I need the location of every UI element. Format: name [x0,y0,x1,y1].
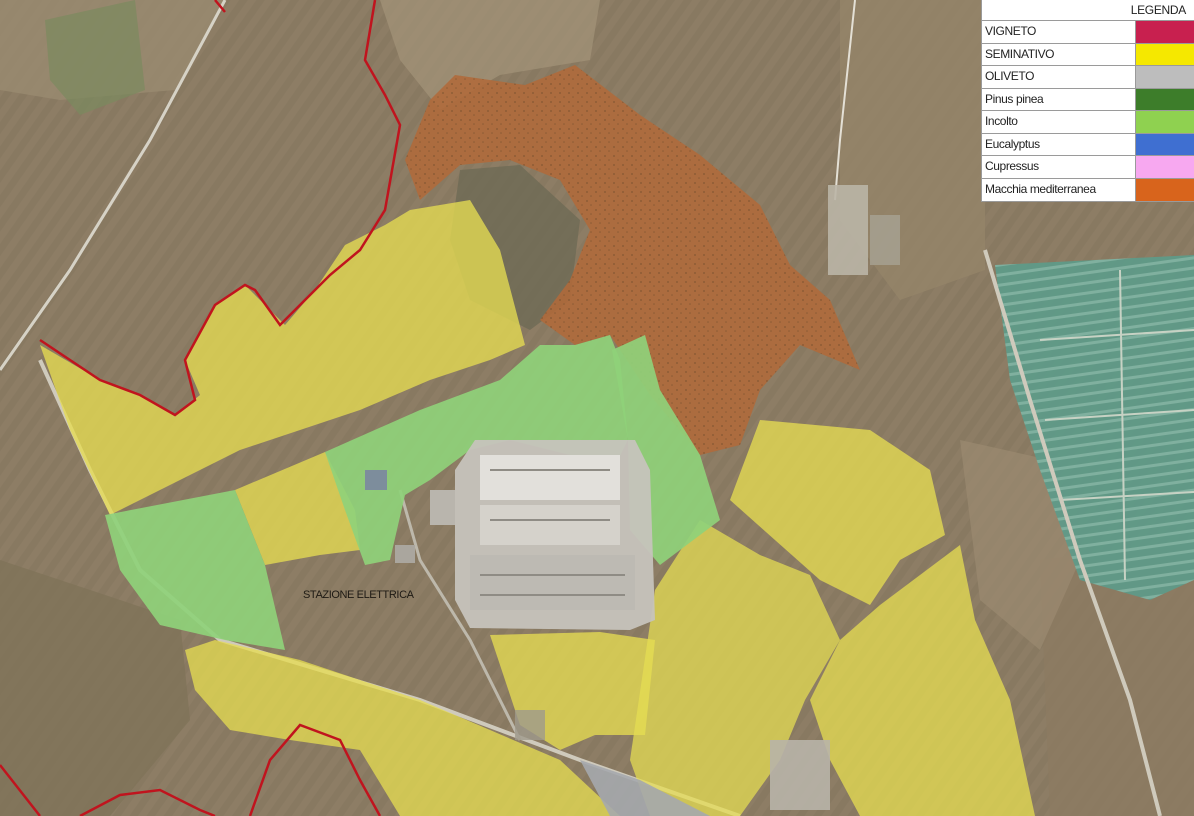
station-small-building-1 [430,490,455,525]
legend-swatch [1136,21,1194,43]
legend-swatch [1136,133,1194,155]
legend-row: OLIVETO [982,66,1194,89]
vineyard-road-1 [1039,329,1194,341]
legend-label: Incolto [982,111,1136,133]
station-small-building-3 [395,545,415,563]
field-patch-bottomright [1040,540,1194,816]
boundary-line-southwest [0,723,382,816]
zone-seminativo-northwest[interactable] [40,200,525,515]
road-north-track [834,0,856,201]
boundary-line-north [39,0,402,417]
legend-label: Macchia mediterranea [982,178,1136,201]
road-access [398,489,522,741]
legend-row: VIGNETO [982,21,1194,44]
station-block-2 [480,505,620,545]
vineyard-rows-area [995,255,1194,600]
legend-row: Eucalyptus [982,133,1194,156]
zone-macchia-texture [405,65,860,455]
legend-swatch [1136,178,1194,201]
legend-row: Macchia mediterranea [982,178,1194,201]
farm-building-south-2 [515,710,545,740]
zone-seminativo-east-upper[interactable] [730,420,945,605]
field-patch-green-topleft [45,0,145,115]
legend-row: Pinus pinea [982,88,1194,111]
legend-swatch [1136,66,1194,88]
legend-row: Cupressus [982,156,1194,179]
station-block-1 [480,455,620,500]
zone-seminativo-small-west[interactable] [235,452,360,565]
farm-building-south [770,740,830,810]
map-label-station: STAZIONE ELETTRICA [303,589,415,601]
zone-incolto-central[interactable] [325,335,628,565]
vineyard-road-2 [1044,409,1194,421]
legend-label: OLIVETO [982,66,1136,88]
road-northwest [0,0,227,371]
legend-swatch [1136,88,1194,110]
road-east-diagonal [983,249,1162,816]
station-small-building-2 [365,470,387,490]
legend-label: VIGNETO [982,21,1136,43]
legend-label: Cupressus [982,156,1136,178]
field-patch-bottomleft [0,560,190,816]
field-patch-topcenter [380,0,600,110]
zone-seminativo-east-lower[interactable] [810,545,1035,816]
vineyard-road-3 [1059,491,1194,501]
station-block-3 [470,555,635,610]
farm-building-north-2 [870,215,900,265]
legend-row: Incolto [982,111,1194,134]
zone-seminativo-southwest[interactable] [185,640,620,816]
legend-swatch [1136,43,1194,65]
legend-swatch [1136,111,1194,133]
vineyard-road-v [1119,269,1126,581]
legend-label: Eucalyptus [982,133,1136,155]
legend-swatch [1136,156,1194,178]
zone-incolto-west[interactable] [105,490,285,650]
legend-row: SEMINATIVO [982,43,1194,66]
legend-label: SEMINATIVO [982,43,1136,65]
farm-building-north [828,185,868,275]
grey-road-segment [580,760,710,816]
legend-label: Pinus pinea [982,88,1136,110]
legend-title: LEGENDA [982,0,1194,21]
